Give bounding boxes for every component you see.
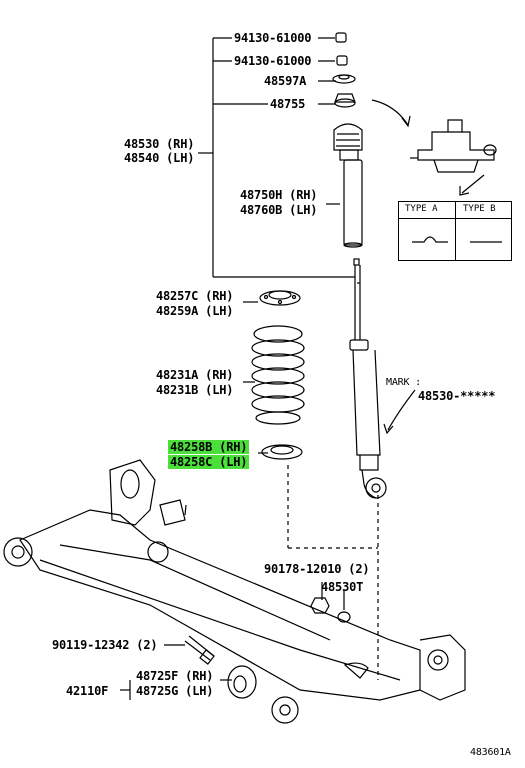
label-mark-code: 48530-***** bbox=[418, 389, 496, 403]
label-48530t: 48530T bbox=[321, 580, 364, 594]
label-48258c-highlighted[interactable]: 48258C (LH) bbox=[168, 455, 250, 469]
label-48725g: 48725G (LH) bbox=[136, 684, 214, 698]
label-94130-b: 94130-61000 bbox=[234, 54, 312, 68]
label-90178: 90178-12010 (2) bbox=[264, 562, 370, 576]
figure-id: 483601A bbox=[470, 747, 511, 758]
leader-lines bbox=[120, 37, 379, 700]
type-a-curve bbox=[412, 236, 448, 243]
label-48231a: 48231A (RH) bbox=[156, 368, 234, 382]
spring-seat-upper bbox=[259, 290, 301, 306]
upper-nut-1 bbox=[335, 32, 347, 43]
axle-beam bbox=[3, 459, 466, 724]
label-48760b: 48760B (LH) bbox=[240, 203, 318, 217]
label-48231b: 48231B (LH) bbox=[156, 383, 234, 397]
label-94130-a: 94130-61000 bbox=[234, 31, 312, 45]
bushing-48530t bbox=[337, 611, 351, 623]
detail-arrow-1 bbox=[371, 99, 411, 128]
label-48750h: 48750H (RH) bbox=[240, 188, 318, 202]
upper-nut-2 bbox=[336, 55, 348, 66]
label-48540-lh: 48540 (LH) bbox=[124, 151, 195, 165]
mount-48755 bbox=[334, 93, 356, 108]
label-48755: 48755 bbox=[270, 97, 306, 111]
spring-seat-lower bbox=[261, 444, 303, 460]
shock-absorber-upper bbox=[333, 123, 363, 248]
bolt-90119 bbox=[184, 635, 215, 665]
type-b-header: TYPE B bbox=[463, 204, 496, 214]
type-a-header: TYPE A bbox=[405, 204, 438, 214]
mark-arrow bbox=[383, 389, 416, 435]
label-90119: 90119-12342 (2) bbox=[52, 638, 158, 652]
coil-spring bbox=[251, 325, 305, 425]
label-48257c: 48257C (RH) bbox=[156, 289, 234, 303]
label-48725f: 48725F (RH) bbox=[136, 669, 214, 683]
label-48259a: 48259A (LH) bbox=[156, 304, 234, 318]
washer-48597 bbox=[332, 74, 356, 84]
type-table: TYPE A TYPE B bbox=[398, 201, 512, 261]
label-48258b-highlighted[interactable]: 48258B (RH) bbox=[168, 440, 250, 454]
mount-detail bbox=[410, 119, 497, 173]
label-42110f: 42110F bbox=[66, 684, 109, 698]
label-48530-rh: 48530 (RH) bbox=[124, 137, 195, 151]
table-divider bbox=[455, 202, 456, 260]
detail-arrow-2 bbox=[459, 174, 485, 196]
table-header-line bbox=[399, 218, 511, 219]
bushing-48725 bbox=[227, 665, 257, 699]
label-48597a: 48597A bbox=[264, 74, 307, 88]
label-mark: MARK : bbox=[386, 377, 421, 388]
shock-absorber-lower bbox=[349, 258, 387, 499]
nut-90178 bbox=[310, 597, 330, 614]
